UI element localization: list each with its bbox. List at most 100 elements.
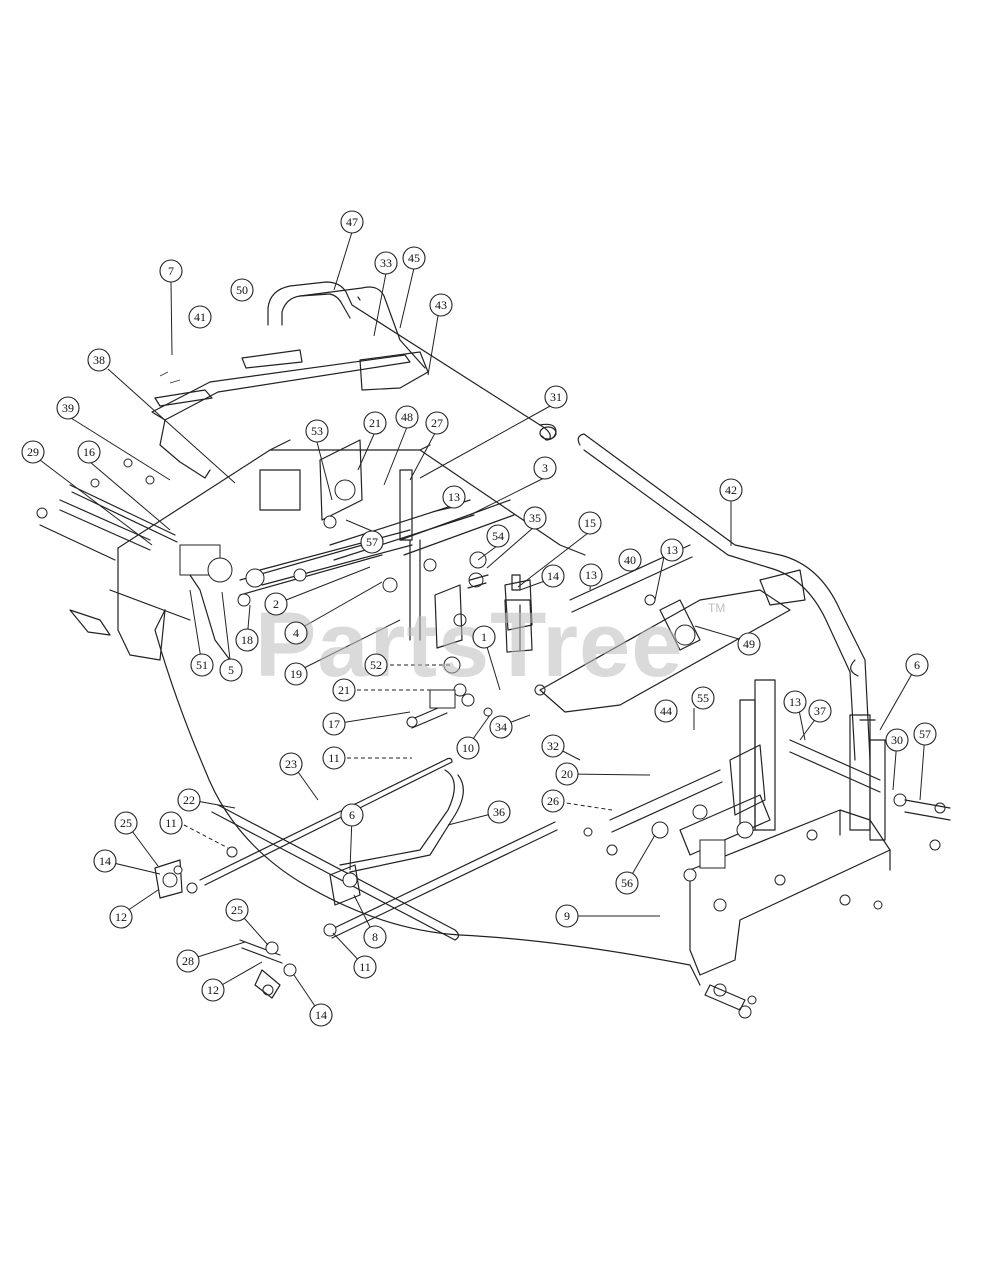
svg-text:20: 20 xyxy=(561,767,573,781)
callout-42[interactable]: 42 xyxy=(719,478,743,502)
callout-6-right[interactable]: 6 xyxy=(905,653,929,677)
callout-11-upper[interactable]: 11 xyxy=(322,746,346,770)
callout-20[interactable]: 20 xyxy=(555,762,579,786)
callout-15[interactable]: 15 xyxy=(578,511,602,535)
callout-12-lower[interactable]: 12 xyxy=(201,978,225,1002)
svg-text:2: 2 xyxy=(273,597,279,611)
callout-18[interactable]: 18 xyxy=(235,628,259,652)
callout-51[interactable]: 51 xyxy=(190,653,214,677)
watermark: PartsTree TM xyxy=(255,594,725,696)
callout-14-c[interactable]: 14 xyxy=(309,1003,333,1027)
callout-41[interactable]: 41 xyxy=(188,305,212,329)
callout-13-d[interactable]: 13 xyxy=(783,690,807,714)
callout-45[interactable]: 45 xyxy=(402,246,426,270)
callout-19[interactable]: 19 xyxy=(284,662,308,686)
callout-16[interactable]: 16 xyxy=(77,440,101,464)
left-linkage-hardware xyxy=(36,458,265,636)
callout-56[interactable]: 56 xyxy=(615,871,639,895)
svg-text:13: 13 xyxy=(666,543,678,557)
callout-29[interactable]: 29 xyxy=(21,440,45,464)
callout-35[interactable]: 35 xyxy=(523,506,547,530)
callout-49[interactable]: 49 xyxy=(737,632,761,656)
callout-30[interactable]: 30 xyxy=(885,728,909,752)
left-clevis-lower xyxy=(239,939,297,999)
callout-12-upper[interactable]: 12 xyxy=(109,905,133,929)
svg-text:9: 9 xyxy=(564,909,570,923)
callout-54[interactable]: 54 xyxy=(486,524,510,548)
callout-13-b[interactable]: 13 xyxy=(660,538,684,562)
callout-13-a[interactable]: 13 xyxy=(442,485,466,509)
svg-text:21: 21 xyxy=(338,683,350,697)
svg-text:31: 31 xyxy=(550,390,562,404)
callout-13-c[interactable]: 13 xyxy=(579,563,603,587)
svg-text:32: 32 xyxy=(547,739,559,753)
svg-text:13: 13 xyxy=(789,695,801,709)
svg-text:49: 49 xyxy=(743,637,755,651)
callout-31[interactable]: 31 xyxy=(544,385,568,409)
callout-7[interactable]: 7 xyxy=(159,259,183,283)
svg-text:11: 11 xyxy=(165,816,177,830)
right-handle-bar xyxy=(577,433,876,761)
callout-6-center[interactable]: 6 xyxy=(340,803,364,827)
callout-53[interactable]: 53 xyxy=(305,419,329,443)
svg-text:5: 5 xyxy=(228,663,234,677)
svg-text:25: 25 xyxy=(231,903,243,917)
svg-text:27: 27 xyxy=(431,416,443,430)
callout-1[interactable]: 1 xyxy=(472,625,496,649)
callout-32[interactable]: 32 xyxy=(541,734,565,758)
callout-5[interactable]: 5 xyxy=(219,658,243,682)
callout-44[interactable]: 44 xyxy=(654,699,678,723)
callout-47[interactable]: 47 xyxy=(340,210,364,234)
callout-34[interactable]: 34 xyxy=(489,715,513,739)
callout-27[interactable]: 27 xyxy=(425,411,449,435)
callout-55[interactable]: 55 xyxy=(691,686,715,710)
svg-text:56: 56 xyxy=(621,876,633,890)
callout-2[interactable]: 2 xyxy=(264,592,288,616)
right-cross-bar xyxy=(539,544,791,713)
svg-text:18: 18 xyxy=(241,633,253,647)
callout-43[interactable]: 43 xyxy=(429,293,453,317)
svg-text:57: 57 xyxy=(919,727,931,741)
callout-25-upper[interactable]: 25 xyxy=(114,811,138,835)
callout-10[interactable]: 10 xyxy=(456,736,480,760)
svg-text:40: 40 xyxy=(624,553,636,567)
callout-4[interactable]: 4 xyxy=(284,621,308,645)
callout-21-lower[interactable]: 21 xyxy=(332,678,356,702)
callout-36[interactable]: 36 xyxy=(487,800,511,824)
callout-21-upper[interactable]: 21 xyxy=(363,411,387,435)
callout-14-b[interactable]: 14 xyxy=(93,849,117,873)
callout-3[interactable]: 3 xyxy=(533,456,557,480)
callout-50[interactable]: 50 xyxy=(230,278,254,302)
callout-40[interactable]: 40 xyxy=(618,548,642,572)
callout-38[interactable]: 38 xyxy=(87,348,111,372)
callout-33[interactable]: 33 xyxy=(374,251,398,275)
svg-text:3: 3 xyxy=(542,461,548,475)
svg-text:6: 6 xyxy=(914,658,920,672)
lower-center-bracket xyxy=(329,864,361,906)
callout-39[interactable]: 39 xyxy=(56,396,80,420)
callout-11-lower[interactable]: 11 xyxy=(353,955,377,979)
callout-9[interactable]: 9 xyxy=(555,904,579,928)
callout-14-a[interactable]: 14 xyxy=(541,564,565,588)
svg-text:11: 11 xyxy=(328,751,340,765)
svg-text:21: 21 xyxy=(369,416,381,430)
svg-text:35: 35 xyxy=(529,511,541,525)
svg-text:14: 14 xyxy=(99,854,111,868)
callout-23[interactable]: 23 xyxy=(279,752,303,776)
callout-28[interactable]: 28 xyxy=(176,949,200,973)
callout-26[interactable]: 26 xyxy=(541,789,565,813)
callout-48[interactable]: 48 xyxy=(395,405,419,429)
svg-text:38: 38 xyxy=(93,353,105,367)
svg-text:42: 42 xyxy=(725,483,737,497)
callout-25-lower[interactable]: 25 xyxy=(225,898,249,922)
svg-text:14: 14 xyxy=(315,1008,327,1022)
callout-37[interactable]: 37 xyxy=(808,699,832,723)
watermark-trademark: TM xyxy=(708,601,725,615)
callout-22[interactable]: 22 xyxy=(177,788,201,812)
callout-57-lower[interactable]: 57 xyxy=(913,722,937,746)
callout-52[interactable]: 52 xyxy=(364,653,388,677)
callout-8[interactable]: 8 xyxy=(363,925,387,949)
callout-11-left[interactable]: 11 xyxy=(159,811,183,835)
callout-17[interactable]: 17 xyxy=(322,712,346,736)
callout-57-upper[interactable]: 57 xyxy=(360,530,384,554)
